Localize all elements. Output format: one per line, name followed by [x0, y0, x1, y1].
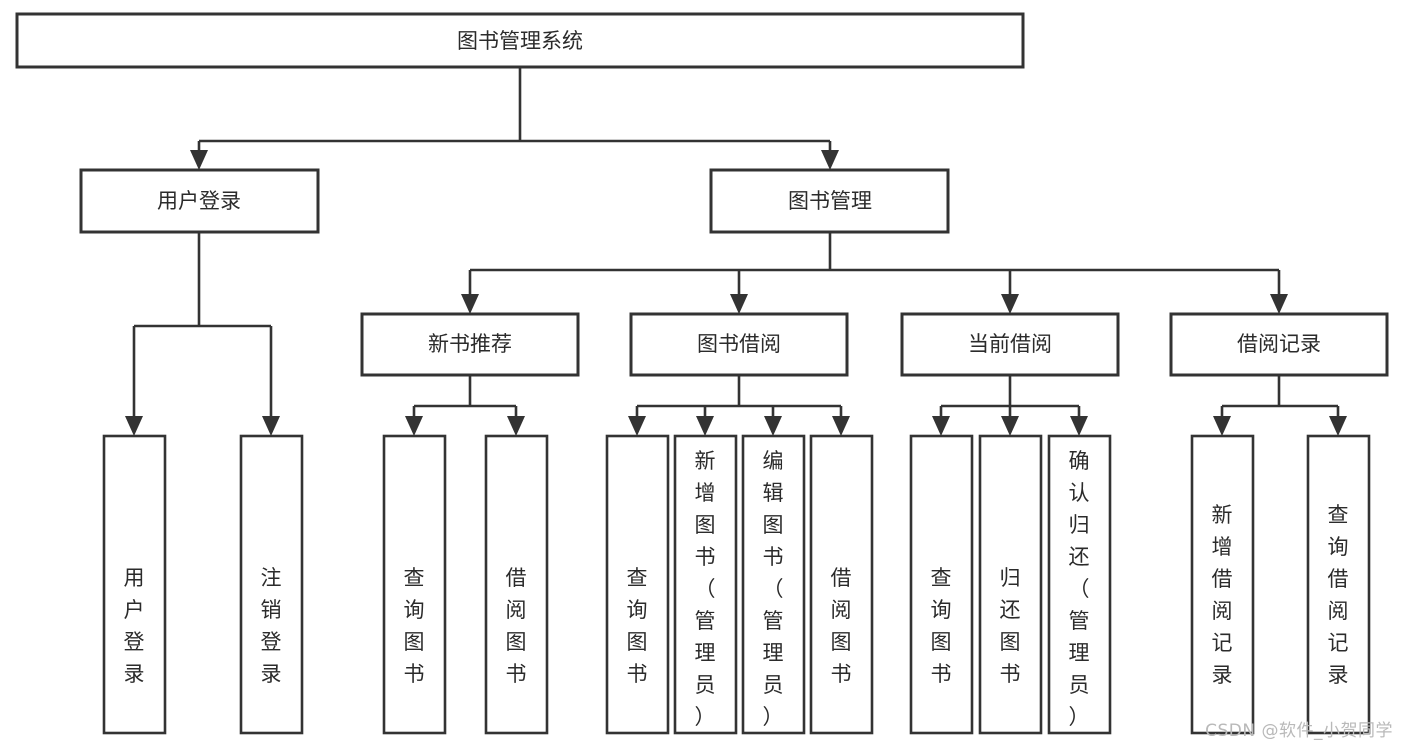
arrow-current-leaf-2 — [1001, 416, 1019, 436]
node-current-borrow-label: 当前借阅 — [968, 332, 1052, 356]
leaf-borrow-query-book[interactable]: 查询图书 — [605, 434, 670, 735]
leaf-borrow-edit-book-box[interactable] — [741, 434, 806, 735]
node-book-borrow-label: 图书借阅 — [697, 332, 781, 356]
node-new-book-recommend[interactable]: 新书推荐 — [360, 312, 580, 377]
node-root-box[interactable] — [15, 12, 1025, 69]
arrow-book-mgmt-child-2 — [730, 294, 748, 314]
leaf-borrow-query-book-label: 查询图书 — [627, 566, 648, 686]
arrow-recommend-leaf-2 — [507, 416, 525, 436]
leaf-record-query-record[interactable]: 查询借阅记录 — [1306, 434, 1371, 735]
leaf-current-query-book-label: 查询图书 — [931, 566, 952, 686]
leaf-current-query-book-box[interactable] — [909, 434, 974, 735]
leaf-borrow-borrow-book-box[interactable] — [809, 434, 874, 735]
node-new-book-recommend-box[interactable] — [360, 312, 580, 377]
node-borrow-record-label: 借阅记录 — [1237, 332, 1321, 356]
node-borrow-record[interactable]: 借阅记录 — [1169, 312, 1389, 377]
leaf-recommend-query-book-label: 查询图书 — [404, 566, 425, 686]
leaf-user-login-logout[interactable]: 注销登录 — [239, 434, 304, 735]
leaf-user-login-login-label: 用户登录 — [124, 566, 145, 686]
arrow-borrow-leaf-2 — [696, 416, 714, 436]
leaf-current-query-book[interactable]: 查询图书 — [909, 434, 974, 735]
arrow-current-leaf-1 — [932, 416, 950, 436]
leaf-borrow-add-book-box[interactable] — [673, 434, 738, 735]
arrow-record-leaf-2 — [1329, 416, 1347, 436]
leaf-recommend-query-book-box[interactable] — [382, 434, 447, 735]
leaf-current-confirm-return-box[interactable] — [1047, 434, 1112, 735]
leaf-borrow-borrow-book[interactable]: 借阅图书 — [809, 434, 874, 735]
leaf-recommend-borrow-book-label: 借阅图书 — [506, 566, 527, 686]
leaf-current-return-book-label: 归还图书 — [1000, 566, 1021, 686]
leaf-borrow-add-book[interactable]: 新增图书（管理员） — [673, 434, 738, 735]
node-current-borrow[interactable]: 当前借阅 — [900, 312, 1120, 377]
leaf-recommend-borrow-book[interactable]: 借阅图书 — [484, 434, 549, 735]
node-user-login-label: 用户登录 — [157, 189, 241, 213]
leaf-record-query-record-label: 查询借阅记录 — [1328, 503, 1349, 687]
leaf-current-confirm-return[interactable]: 确认归还（管理员） — [1047, 434, 1112, 735]
leaf-borrow-edit-book-label: 编辑图书（管理员） — [763, 449, 784, 729]
node-new-book-recommend-label: 新书推荐 — [428, 332, 512, 356]
arrow-book-mgmt-child-1 — [461, 294, 479, 314]
leaf-borrow-query-book-box[interactable] — [605, 434, 670, 735]
node-root[interactable]: 图书管理系统 — [15, 12, 1025, 69]
arrow-user-login-leaf-2 — [262, 416, 280, 436]
node-book-management-box[interactable] — [709, 168, 950, 234]
arrow-user-login-leaf-1 — [125, 416, 143, 436]
node-book-borrow-box[interactable] — [629, 312, 849, 377]
node-book-management[interactable]: 图书管理 — [709, 168, 950, 234]
arrow-book-mgmt-child-3 — [1001, 294, 1019, 314]
arrow-record-leaf-1 — [1213, 416, 1231, 436]
arrow-root-to-book-mgmt — [821, 150, 839, 170]
leaf-recommend-query-book[interactable]: 查询图书 — [382, 434, 447, 735]
arrow-current-leaf-3 — [1070, 416, 1088, 436]
leaf-recommend-borrow-book-box[interactable] — [484, 434, 549, 735]
leaf-borrow-add-book-label: 新增图书（管理员） — [695, 449, 716, 729]
arrow-recommend-leaf-1 — [405, 416, 423, 436]
leaf-user-login-logout-label: 注销登录 — [261, 566, 282, 686]
leaf-borrow-borrow-book-label: 借阅图书 — [831, 566, 852, 686]
leaf-user-login-login-box[interactable] — [102, 434, 167, 735]
arrow-root-to-user-login — [190, 150, 208, 170]
leaf-record-query-record-box[interactable] — [1306, 434, 1371, 735]
arrow-borrow-leaf-4 — [832, 416, 850, 436]
leaf-record-add-record-box[interactable] — [1190, 434, 1255, 735]
arrow-borrow-leaf-3 — [764, 416, 782, 436]
arrow-book-mgmt-child-4 — [1270, 294, 1288, 314]
leaf-borrow-edit-book[interactable]: 编辑图书（管理员） — [741, 434, 806, 735]
leaf-user-login-login[interactable]: 用户登录 — [102, 434, 167, 735]
node-current-borrow-box[interactable] — [900, 312, 1120, 377]
leaf-record-add-record[interactable]: 新增借阅记录 — [1190, 434, 1255, 735]
leaf-current-return-book[interactable]: 归还图书 — [978, 434, 1043, 735]
node-book-management-label: 图书管理 — [788, 189, 872, 213]
leaf-current-confirm-return-label: 确认归还（管理员） — [1069, 449, 1090, 729]
arrow-borrow-leaf-1 — [628, 416, 646, 436]
node-book-borrow[interactable]: 图书借阅 — [629, 312, 849, 377]
leaf-current-return-book-box[interactable] — [978, 434, 1043, 735]
node-borrow-record-box[interactable] — [1169, 312, 1389, 377]
leaf-user-login-logout-box[interactable] — [239, 434, 304, 735]
leaf-record-add-record-label: 新增借阅记录 — [1212, 503, 1233, 687]
node-user-login[interactable]: 用户登录 — [79, 168, 320, 234]
connector-layer — [125, 67, 1347, 436]
node-user-login-box[interactable] — [79, 168, 320, 234]
node-root-label: 图书管理系统 — [457, 29, 583, 53]
